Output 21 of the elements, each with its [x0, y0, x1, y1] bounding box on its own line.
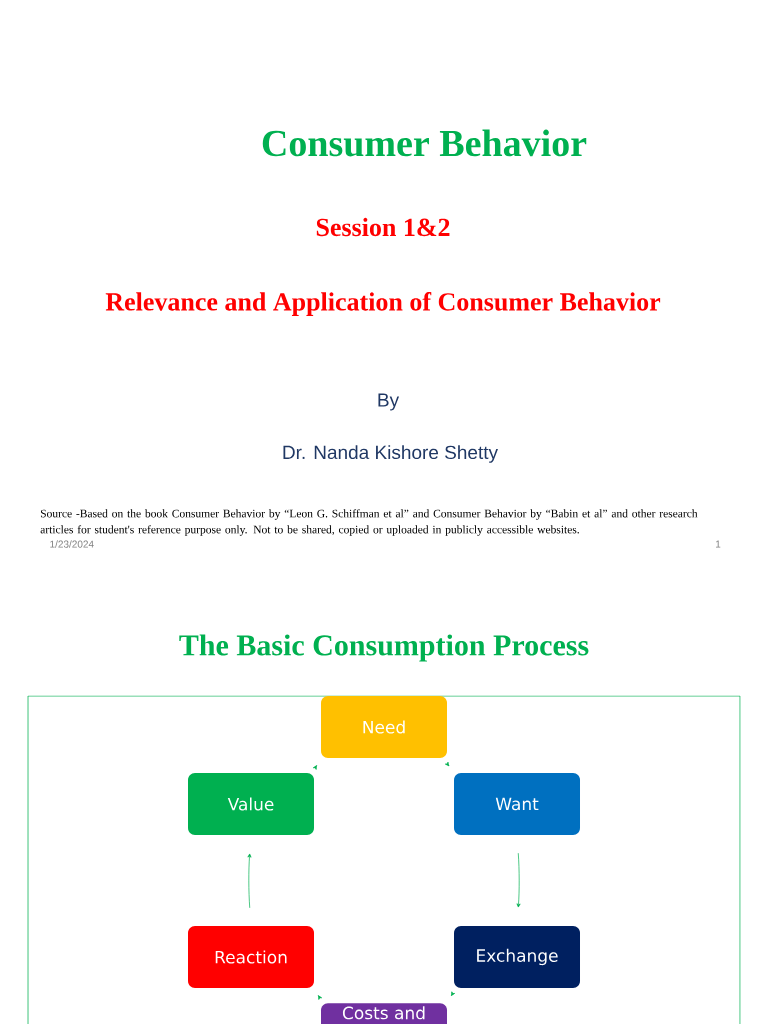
source-note: Source -Based on the book Consumer Behavior by “Leon G. Schiffman et al” and Consumer Behavior by “Babin et al” and other research articles for student's reference purpose only. Not to be shared, copied or uploaded in publicly accessible websites. [40, 509, 698, 536]
slide-subtitle: Session 1&2 [316, 217, 450, 237]
process-box: Reaction [188, 926, 314, 988]
arrow [445, 761, 450, 767]
slide-number: 1 [716, 540, 721, 548]
arrow [450, 991, 455, 997]
process-box: Need [321, 696, 447, 758]
slide-subtitle: Relevance and Application of Consumer Behavior [105, 292, 661, 316]
arrow [312, 764, 318, 770]
arrow [247, 853, 252, 909]
author-name: Dr. Nanda Kishore Shetty [283, 445, 498, 463]
slide-date: 1/23/2024 [50, 540, 94, 548]
process-box: Want [454, 773, 580, 835]
process-box: Exchange [454, 926, 580, 988]
slide-title: The Basic Consumption Process [179, 634, 589, 662]
arrow [516, 852, 521, 908]
arrow [317, 995, 322, 1000]
slide-title: Consumer Behavior [262, 129, 587, 157]
author-line: By [378, 393, 400, 411]
process-box: Value [188, 773, 314, 835]
process-box: Costs and [321, 1003, 447, 1024]
